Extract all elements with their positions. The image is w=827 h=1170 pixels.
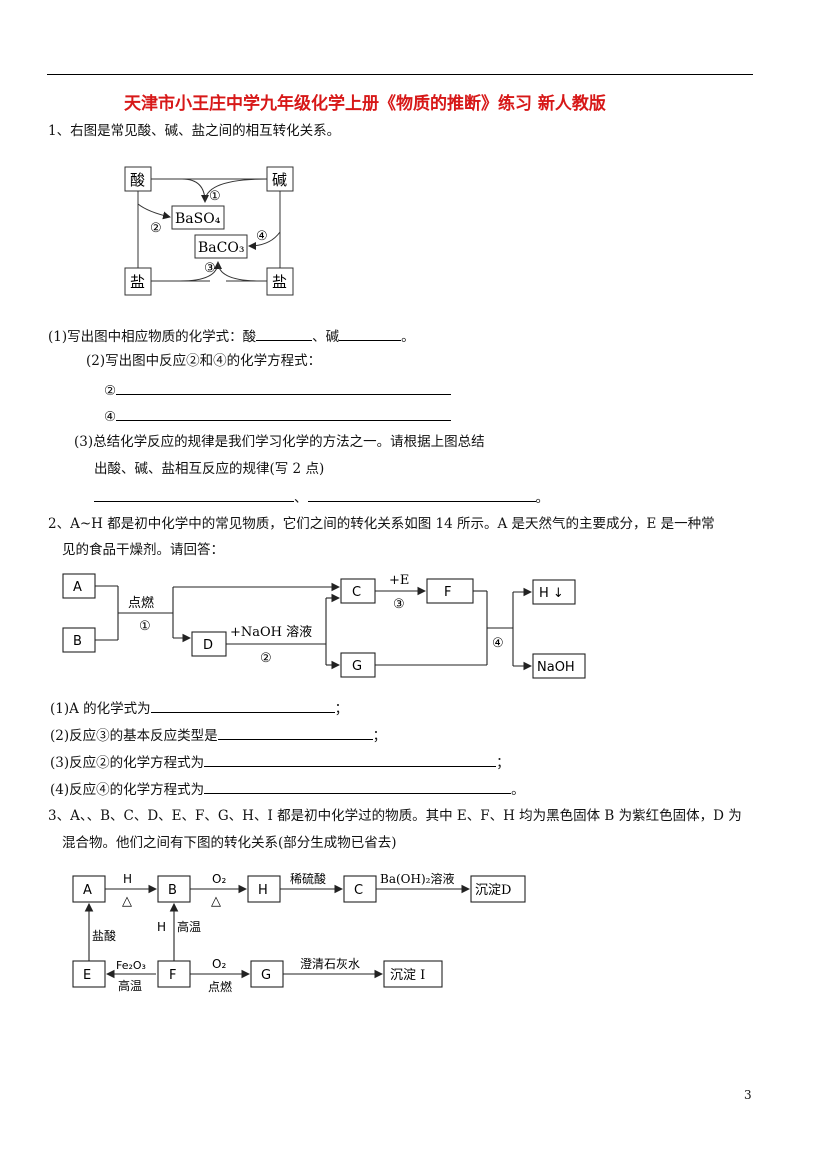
q2-part4-text: (4)反应④的化学方程式为 — [50, 782, 205, 798]
q1-eq2-blank[interactable] — [116, 380, 452, 395]
q1-part1: (1)写出图中相应物质的化学式：酸 、碱 。 — [48, 326, 415, 346]
q3-gaowen-1: 高温 — [177, 919, 201, 934]
q2-n4: ④ — [492, 636, 504, 651]
q3-box-b: B — [168, 883, 177, 898]
q3-diagram: A B H C 沉淀D E F G 沉淀 I H △ O₂ △ 稀硫酸 Ba(O… — [72, 871, 526, 994]
q3-hcl: 盐酸 — [92, 928, 116, 943]
q2-n3: ③ — [393, 597, 405, 612]
q2-part2-semi: ； — [372, 728, 387, 744]
q3-label-h-up: H — [157, 920, 166, 934]
q2-part3: (3)反应②的化学方程式为 ； — [50, 752, 510, 772]
page-number: 3 — [744, 1088, 752, 1102]
q1-rule2-blank[interactable] — [307, 487, 536, 502]
q1-rule-end: 。 — [535, 490, 550, 506]
q1-base-label: 碱 — [272, 171, 287, 189]
q3-label-h: H — [123, 872, 132, 886]
q1-rule-sep: 、 — [294, 490, 308, 506]
q3-box-a: A — [83, 883, 92, 898]
q3-o2-2: O₂ — [212, 957, 226, 971]
q2-part3-blank[interactable] — [204, 752, 497, 767]
q2-box-naoh: NaOH — [537, 660, 575, 675]
q1-eq4-line: ④ — [104, 406, 452, 426]
q1-eq2-line: ② — [104, 380, 452, 400]
q1-base-blank[interactable] — [339, 326, 402, 341]
q1-acid-blank[interactable] — [256, 326, 313, 341]
q1-part1-text-a: (1)写出图中相应物质的化学式：酸 — [48, 329, 257, 345]
q2-box-g: G — [352, 659, 362, 674]
q1-part3-a: (3)总结化学反应的规律是我们学习化学的方法之一。请根据上图总结 — [74, 434, 485, 450]
q1-eq2-label: ② — [104, 383, 117, 399]
q1-part2: (2)写出图中反应②和④的化学方程式： — [86, 353, 322, 369]
q2-box-f: F — [444, 585, 451, 600]
top-rule — [47, 74, 753, 75]
q3-delta-2: △ — [211, 894, 221, 909]
q1-baco3-label: BaCO₃ — [198, 240, 244, 256]
q2-ignite: 点燃 — [128, 595, 154, 611]
q2-n1: ① — [139, 619, 151, 634]
q1-part1-text-b: 、碱 — [312, 329, 340, 345]
q3-o2-1: O₂ — [212, 872, 226, 886]
q3-box-i: 沉淀 I — [390, 968, 425, 983]
q1-salt-right-label: 盐 — [272, 273, 287, 291]
q2-plus-e: +E — [389, 573, 409, 588]
q2-part1-text: (1)A 的化学式为 — [50, 701, 151, 717]
page-title: 天津市小王庄中学九年级化学上册《物质的推断》练习 新人教版 — [124, 94, 606, 114]
q3-stem-1: 3、A、、B、C、D、E、F、G、H、I 都是初中化学过的物质。其中 E、F、H… — [48, 808, 742, 824]
q2-part2-text: (2)反应③的基本反应类型是 — [50, 728, 218, 744]
q2-part3-text: (3)反应②的化学方程式为 — [50, 755, 205, 771]
q1-n1: ① — [209, 189, 221, 204]
q3-ignite: 点燃 — [208, 979, 232, 994]
q2-part1-blank[interactable] — [150, 698, 335, 713]
q2-stem-2: 见的食品干燥剂。请回答： — [62, 542, 224, 558]
q2-box-h: H ↓ — [539, 586, 564, 601]
q3-delta-1: △ — [122, 894, 132, 909]
q2-part4-end: 。 — [511, 782, 525, 798]
q3-box-d: 沉淀D — [475, 883, 511, 898]
q1-rule1-blank[interactable] — [94, 487, 294, 502]
q2-stem-1: 2、A~H 都是初中化学中的常见物质，它们之间的转化关系如图 14 所示。A 是… — [48, 516, 715, 532]
q2-box-c: C — [352, 585, 361, 600]
q2-part4: (4)反应④的化学方程式为 。 — [50, 779, 525, 799]
q1-n4: ④ — [256, 229, 268, 244]
q2-box-d: D — [203, 638, 213, 653]
q1-baso4-label: BaSO₄ — [175, 211, 221, 227]
q2-diagram: A B D C G F H ↓ NaOH 点燃 ① +NaOH 溶液 ② +E … — [62, 573, 586, 679]
q1-eq4-label: ④ — [104, 409, 117, 425]
q3-box-h: H — [258, 883, 268, 898]
q2-part3-semi: ； — [496, 755, 510, 771]
q3-box-g: G — [261, 968, 271, 983]
q2-box-a: A — [73, 580, 82, 595]
q3-limewater: 澄清石灰水 — [300, 956, 360, 971]
q1-n3: ③ — [204, 261, 216, 276]
q3-stem-2: 混合物。他们之间有下图的转化关系(部分生成物已省去) — [62, 835, 397, 851]
q3-baoh2: Ba(OH)₂溶液 — [380, 871, 454, 886]
q1-part3-b: 出酸、碱、盐相互反应的规律(写 2 点) — [94, 461, 325, 477]
q3-box-f: F — [169, 968, 176, 983]
q1-acid-label: 酸 — [130, 171, 145, 189]
q1-salt-left-label: 盐 — [130, 273, 145, 291]
q2-part4-blank[interactable] — [204, 779, 512, 794]
q3-box-e: E — [83, 968, 91, 983]
q1-diagram: 酸 碱 盐 盐 BaSO₄ BaCO₃ ① ② ③ ④ — [124, 166, 294, 296]
q1-eq4-blank[interactable] — [116, 406, 452, 421]
q1-stem: 1、右图是常见酸、碱、盐之间的相互转化关系。 — [48, 123, 341, 139]
q2-part1-semi: ； — [334, 701, 349, 717]
q3-box-c: C — [354, 883, 363, 898]
q1-part3-blanks: 、。 — [94, 487, 549, 507]
q3-fe2o3: Fe₂O₃ — [116, 959, 146, 972]
q3-gaowen-2: 高温 — [118, 978, 142, 993]
q2-box-b: B — [73, 634, 82, 649]
q2-part1: (1)A 的化学式为 ； — [50, 698, 348, 718]
q1-n2: ② — [150, 221, 162, 236]
q2-naoh-sol: +NaOH 溶液 — [230, 625, 312, 640]
q1-part1-text-c: 。 — [401, 329, 415, 345]
q2-n2: ② — [260, 651, 272, 666]
q3-dilute-acid: 稀硫酸 — [290, 871, 326, 886]
q2-part2: (2)反应③的基本反应类型是 ； — [50, 725, 386, 745]
q2-part2-blank[interactable] — [217, 725, 373, 740]
